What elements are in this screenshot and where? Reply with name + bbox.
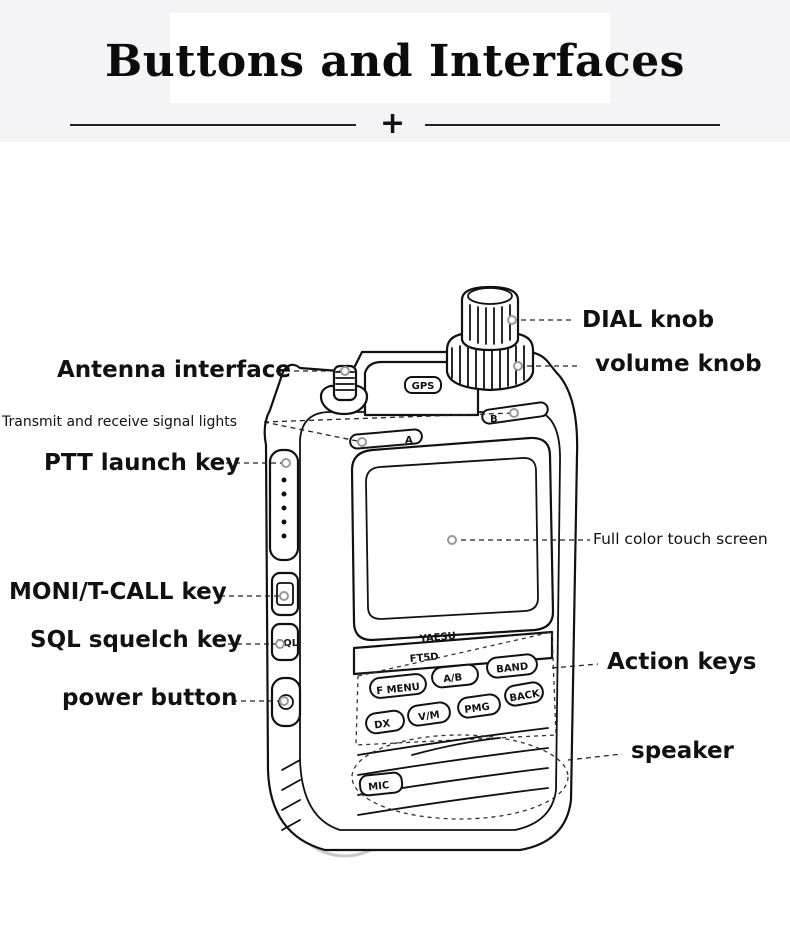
back-key-text: BACK (509, 688, 542, 704)
gps-badge-text: GPS (412, 381, 435, 392)
f-menu-key (369, 673, 427, 699)
dial-knob-top (467, 287, 513, 305)
signal-light-a (349, 428, 423, 450)
pmg-key (457, 693, 501, 719)
ptt-dot (281, 477, 287, 483)
touch-screen-label: Full color touch screen (593, 530, 768, 548)
sql-key (270, 622, 300, 662)
ptt-key-label: PTT launch key (44, 450, 241, 476)
touch-screen (365, 457, 539, 620)
title-rule-left (70, 124, 356, 126)
sql-key-text: SQL (276, 638, 299, 649)
f-menu-key-text: F MENU (376, 682, 421, 697)
pmg-key-text: PMG (464, 702, 491, 716)
plus-icon: + (380, 106, 406, 141)
brand-strip (352, 630, 554, 676)
speaker-region (351, 734, 569, 820)
signal-light-b-text: B (490, 414, 498, 425)
power-icon (278, 694, 294, 710)
dial-knob-label: DIAL knob (582, 307, 715, 333)
power-button-label: power button (62, 685, 238, 711)
dial-knob-grip (469, 304, 511, 345)
vm-key (407, 701, 451, 727)
brand-text: YAESU (418, 631, 456, 645)
moni-key-inner (276, 582, 294, 606)
mic-text: MIC (368, 780, 390, 793)
band-key (486, 653, 538, 679)
action-keys-label: Action keys (607, 649, 757, 675)
radio-front (299, 411, 561, 831)
ptt-dot (281, 491, 287, 497)
ptt-dot (281, 533, 287, 539)
speaker-grille-inner (411, 737, 501, 756)
dx-key (365, 709, 405, 735)
signal-light-a-text: A (405, 435, 413, 446)
model-text: FT5D (409, 652, 439, 665)
side-grip (281, 759, 301, 831)
ab-key-text: A/B (443, 672, 463, 685)
speaker-grille (357, 727, 549, 816)
title-rule-right (425, 124, 720, 126)
page-title: Buttons and Interfaces (105, 36, 685, 87)
sql-key-label: SQL squelch key (30, 627, 243, 653)
ptt-key (268, 448, 300, 562)
mic-port (358, 771, 404, 797)
back-key (504, 681, 544, 707)
moni-key-label: MONI/T-CALL key (9, 579, 227, 605)
signal-lights-label: Transmit and receive signal lights (2, 414, 238, 430)
ab-key (431, 663, 479, 689)
vm-key-text: V/M (418, 710, 441, 724)
dx-key-text: DX (374, 718, 392, 731)
gps-badge-frame (404, 376, 442, 394)
speaker-label: speaker (631, 738, 734, 764)
volume-knob-label: volume knob (595, 351, 762, 377)
antenna-interface-label: Antenna interface (57, 357, 291, 383)
title-box (170, 13, 610, 103)
ptt-dot (281, 519, 287, 525)
leader-lines (220, 315, 623, 761)
band-key-text: BAND (496, 661, 529, 675)
ptt-dot (281, 505, 287, 511)
